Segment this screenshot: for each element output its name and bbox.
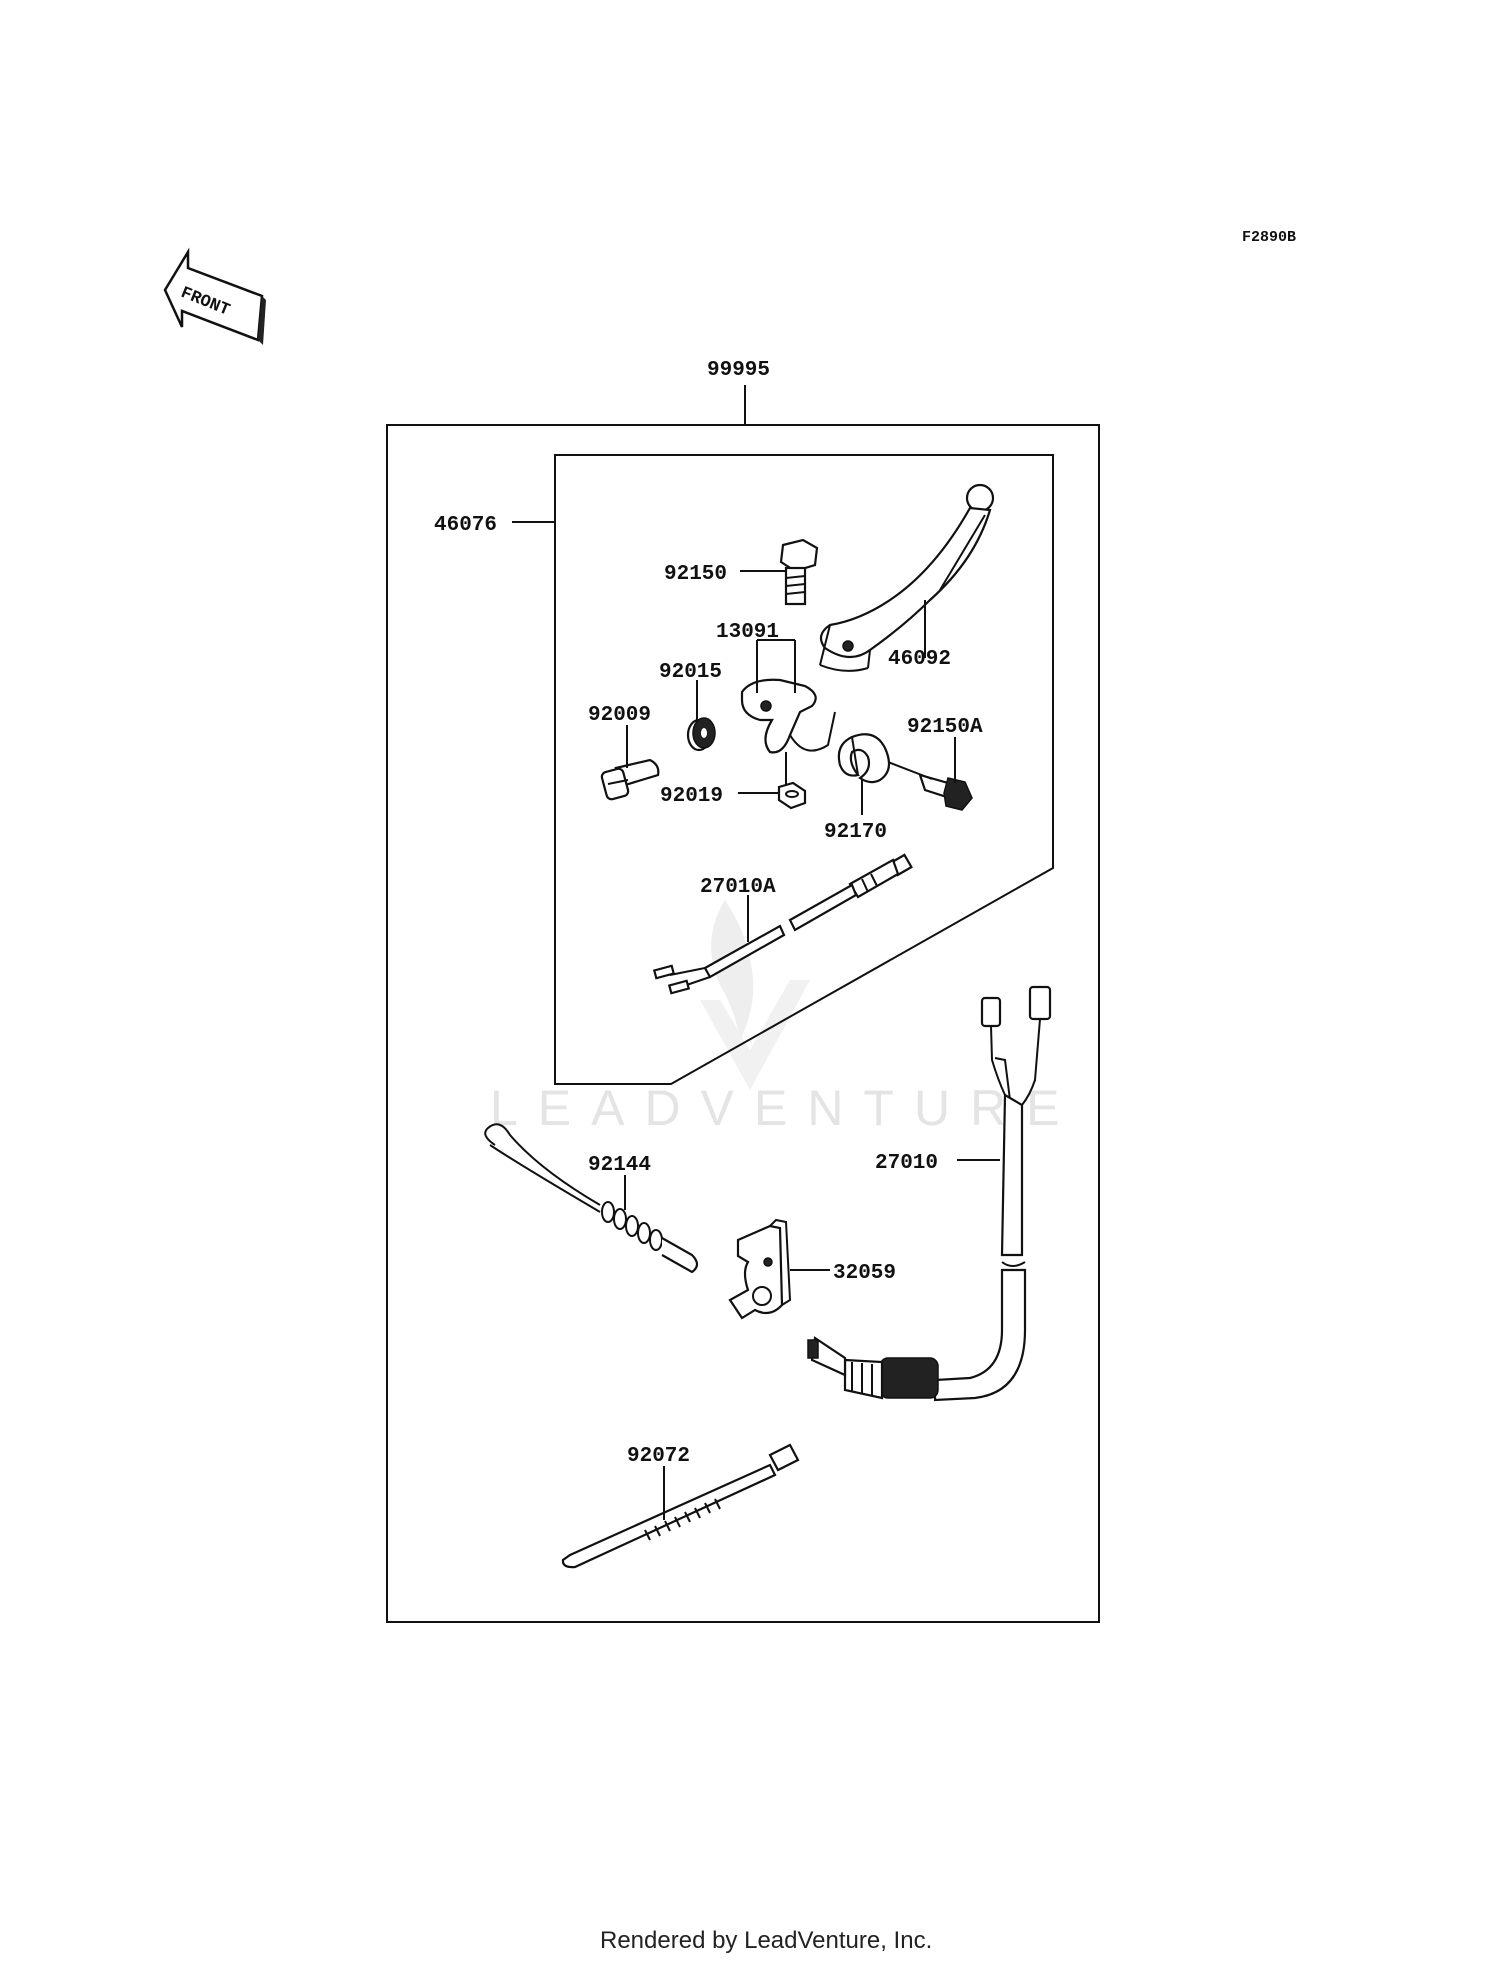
callout-32059[interactable]: 32059 [833, 1262, 896, 1285]
nut-92015[interactable] [686, 717, 716, 752]
switch-lead-27010A[interactable] [652, 853, 913, 995]
callout-99995[interactable]: 99995 [707, 359, 770, 382]
cable-tie-92072[interactable] [561, 1443, 800, 1569]
leader-92150A-link [887, 761, 933, 780]
watermark-text: LEADVENTURE [490, 1080, 1080, 1136]
callout-27010[interactable]: 27010 [875, 1152, 938, 1175]
bolt-92150A[interactable] [918, 773, 973, 811]
bolt-92150[interactable] [779, 538, 819, 606]
callout-13091[interactable]: 13091 [716, 621, 779, 644]
callout-92009[interactable]: 92009 [588, 704, 651, 727]
callout-92170[interactable]: 92170 [824, 821, 887, 844]
callout-92150A[interactable]: 92150A [907, 716, 983, 739]
bolt-92009[interactable] [600, 758, 660, 801]
nut-92019[interactable] [777, 781, 807, 810]
callout-92015[interactable]: 92015 [659, 661, 722, 684]
callout-92019[interactable]: 92019 [660, 785, 723, 808]
lever-assembly-outline [554, 454, 1054, 1085]
callout-27010A[interactable]: 27010A [700, 876, 776, 899]
brake-switch-27010[interactable] [807, 985, 1052, 1402]
spring-92144[interactable] [484, 1123, 699, 1274]
lever-46092[interactable] [819, 483, 995, 672]
callout-46092[interactable]: 46092 [888, 648, 951, 671]
callout-92072[interactable]: 92072 [627, 1445, 690, 1468]
front-arrow-icon: FRONT [163, 247, 266, 345]
bracket-32059[interactable] [728, 1218, 792, 1320]
clamp-92170[interactable] [837, 733, 891, 784]
callout-92150[interactable]: 92150 [664, 563, 727, 586]
kit-outline [386, 424, 1100, 1623]
callout-46076[interactable]: 46076 [434, 514, 497, 537]
holder-13091[interactable] [740, 678, 836, 754]
figure-code: F2890B [1242, 229, 1296, 246]
footer-credit: Rendered by LeadVenture, Inc. [600, 1927, 932, 1954]
watermark-logo [700, 900, 810, 1090]
callout-92144[interactable]: 92144 [588, 1154, 651, 1177]
